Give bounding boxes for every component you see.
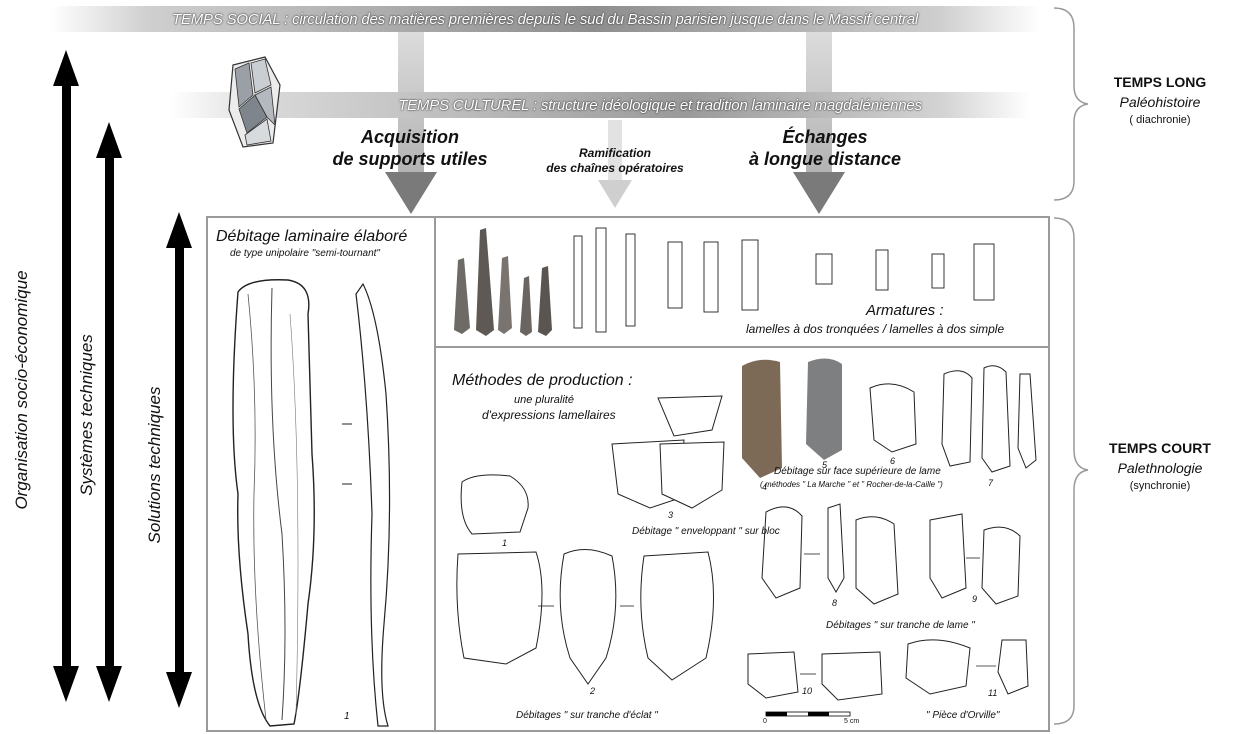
scale-five: 5 cm (844, 718, 859, 725)
caption-face-sup-sub: ( méthodes " La Marche " et " Rocher-de-… (760, 480, 943, 489)
temps-court-sub: Palethnologie (1095, 460, 1225, 476)
num-3: 3 (668, 510, 673, 520)
num-1: 1 (502, 538, 507, 548)
scale-zero: 0 (763, 718, 767, 725)
temps-court-block: TEMPS COURT Palethnologie (synchronie) (1095, 440, 1225, 492)
caption-enveloppant: Débitage " enveloppant " sur bloc (632, 526, 780, 537)
methodes-drawings (436, 348, 1048, 730)
num-7: 7 (988, 478, 993, 488)
fig-num-1: 1 (344, 711, 350, 722)
num-5: 5 (822, 460, 827, 470)
num-6: 6 (890, 456, 895, 466)
temps-long-sub: Paléohistoire (1095, 94, 1225, 110)
scale-bar (766, 712, 850, 716)
ramification-heading: Ramificationdes chaînes opératoires (540, 146, 690, 176)
temps-long-title: TEMPS LONG (1095, 74, 1225, 90)
axis-solutions: Solutions techniques (145, 387, 165, 544)
temps-culturel-band: TEMPS CULTUREL : structure idéologique e… (170, 92, 1030, 118)
echanges-heading: Échangesà longue distance (735, 126, 915, 170)
laminaire-subtitle: de type unipolaire "semi-tournant" (230, 248, 380, 259)
vertical-arrow-solutions (160, 212, 200, 732)
num-8: 8 (832, 598, 837, 608)
temps-long-block: TEMPS LONG Paléohistoire ( diachronie) (1095, 74, 1225, 126)
laminaire-panel: Débitage laminaire élaboré de type unipo… (206, 216, 438, 732)
caption-face-sup: Débitage sur face supérieure de lame (774, 466, 941, 477)
arrow-ramification (598, 180, 632, 208)
methodes-panel: Méthodes de production : une pluralité d… (434, 346, 1050, 732)
laminaire-title: Débitage laminaire élaboré (216, 228, 407, 246)
num-4: 4 (762, 482, 767, 492)
num-2: 2 (590, 686, 595, 696)
caption-orville: " Pièce d'Orville" (926, 710, 999, 721)
caption-tranche-eclat: Débitages " sur tranche d'éclat " (516, 710, 658, 721)
caption-tranche-lame: Débitages " sur tranche de lame " (826, 620, 975, 631)
num-11: 11 (988, 688, 997, 698)
arrow-acquisition (385, 172, 437, 214)
temps-culturel-text: TEMPS CULTUREL : structure idéologique e… (170, 97, 1030, 114)
blade-core-drawing (208, 274, 436, 734)
acquisition-heading: Acquisitionde supports utiles (320, 126, 500, 170)
axis-systemes: Systèmes techniques (77, 334, 97, 496)
num-9: 9 (972, 594, 977, 604)
armatures-subtitle: lamelles à dos tronquées / lamelles à do… (746, 322, 1004, 336)
num-10: 10 (802, 686, 812, 696)
temps-court-title: TEMPS COURT (1095, 440, 1225, 456)
core-icon (225, 55, 285, 150)
armatures-title: Armatures : (866, 302, 944, 319)
right-braces (1052, 6, 1092, 726)
temps-court-small: (synchronie) (1095, 480, 1225, 492)
arrow-echanges (793, 172, 845, 214)
temps-long-small: ( diachronie) (1095, 114, 1225, 126)
axis-organisation: Organisation socio-économique (12, 270, 32, 509)
armatures-panel: Armatures : lamelles à dos tronquées / l… (434, 216, 1050, 350)
